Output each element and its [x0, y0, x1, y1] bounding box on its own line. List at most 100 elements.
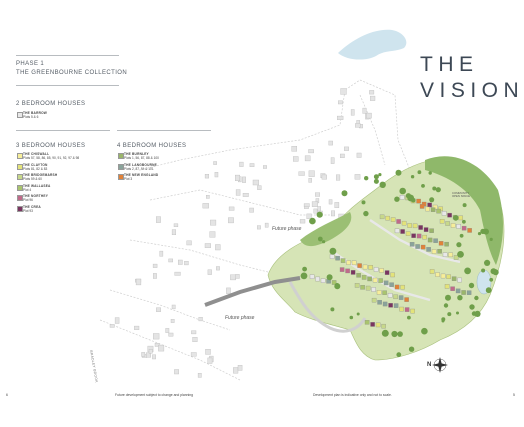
tree-icon — [399, 187, 407, 195]
housing-plot — [339, 267, 345, 272]
tree-icon — [417, 170, 422, 175]
housing-plot — [410, 308, 415, 314]
tree-icon — [330, 307, 335, 312]
housing-plot — [441, 211, 447, 216]
housing-plot — [390, 272, 395, 278]
housing-plot — [387, 293, 393, 298]
legend-item-name: THE NEW ENGLAND — [124, 173, 159, 177]
housing-plot — [416, 198, 421, 204]
housing-plot — [393, 303, 399, 308]
existing-house — [303, 203, 310, 208]
tree-icon — [364, 176, 369, 181]
tree-icon — [462, 203, 467, 208]
tree-icon — [489, 277, 494, 282]
existing-house — [168, 332, 174, 337]
existing-house — [135, 278, 142, 286]
divider — [16, 130, 110, 131]
tree-icon — [378, 173, 382, 177]
housing-plot — [354, 283, 360, 288]
housing-plot — [415, 244, 420, 249]
tree-icon — [485, 287, 492, 294]
housing-plot — [383, 280, 389, 286]
tree-icon — [300, 272, 308, 280]
housing-plot — [409, 242, 415, 247]
existing-house — [152, 273, 157, 279]
housing-plot — [429, 269, 435, 274]
woodland-west — [300, 212, 352, 247]
existing-house — [340, 153, 345, 158]
tree-icon — [408, 346, 415, 352]
housing-plot — [309, 274, 315, 279]
housing-plot — [351, 260, 357, 266]
existing-house — [210, 219, 217, 226]
existing-house — [249, 207, 254, 213]
existing-house — [207, 269, 212, 275]
caption-right: Development plan is indicative only and … — [313, 393, 392, 397]
existing-house — [177, 259, 183, 265]
title-vision: VISION — [420, 79, 524, 102]
housing-plot — [416, 233, 422, 239]
housing-plot — [368, 265, 373, 270]
housing-plot — [375, 322, 381, 328]
legend-item-plots: Plots 81, 82 & 83 — [23, 166, 48, 171]
housing-plot — [381, 323, 386, 329]
housing-plot — [346, 260, 351, 265]
tree-icon — [490, 268, 497, 275]
existing-house — [174, 271, 181, 276]
existing-house — [235, 274, 240, 279]
housing-plot — [436, 208, 441, 214]
existing-house — [214, 171, 219, 178]
collection-label: THE GREENBOURNE COLLECTION — [16, 70, 128, 76]
green-space-label: COMMUNITY OPEN SPACE — [452, 191, 470, 199]
two-bed-heading: 2 BEDROOM HOUSES — [16, 101, 86, 107]
existing-house — [334, 202, 340, 208]
housing-plot — [419, 204, 425, 209]
tree-icon — [441, 317, 446, 322]
existing-house — [331, 210, 336, 217]
existing-house — [148, 349, 153, 354]
tree-icon — [326, 274, 333, 281]
existing-house — [321, 174, 327, 180]
housing-plot — [435, 272, 440, 277]
tree-icon — [394, 196, 400, 202]
legend-swatch — [118, 163, 124, 170]
tree-icon — [381, 329, 389, 337]
existing-house — [228, 206, 235, 211]
housing-plot — [373, 267, 379, 272]
housing-plot — [407, 223, 412, 228]
existing-house — [170, 319, 175, 323]
existing-house — [291, 145, 298, 152]
housing-plot — [350, 270, 356, 275]
housing-plot — [450, 223, 456, 228]
housing-plot — [382, 301, 388, 307]
existing-house — [340, 88, 347, 95]
housing-plot — [450, 286, 455, 291]
tree-icon — [469, 304, 475, 310]
development-site — [267, 157, 505, 361]
existing-house — [186, 240, 192, 246]
tree-icon — [341, 190, 348, 197]
housing-plot — [371, 297, 377, 303]
tree-icon — [429, 197, 435, 203]
housing-plot — [437, 249, 442, 254]
housing-plot — [451, 276, 457, 281]
housing-plot — [439, 219, 445, 224]
housing-plot — [379, 214, 385, 220]
tree-icon — [395, 169, 402, 176]
existing-house — [154, 343, 160, 347]
housing-plot — [404, 307, 410, 312]
housing-plot — [429, 228, 434, 233]
tree-icon — [447, 312, 452, 317]
legend-item-name: THE LANGBOURNE — [124, 162, 157, 167]
housing-plot — [405, 231, 411, 236]
existing-house — [204, 243, 211, 248]
legend-swatch — [17, 184, 23, 191]
woodland-east — [425, 156, 504, 265]
divider — [117, 130, 211, 131]
tree-icon — [302, 266, 307, 272]
